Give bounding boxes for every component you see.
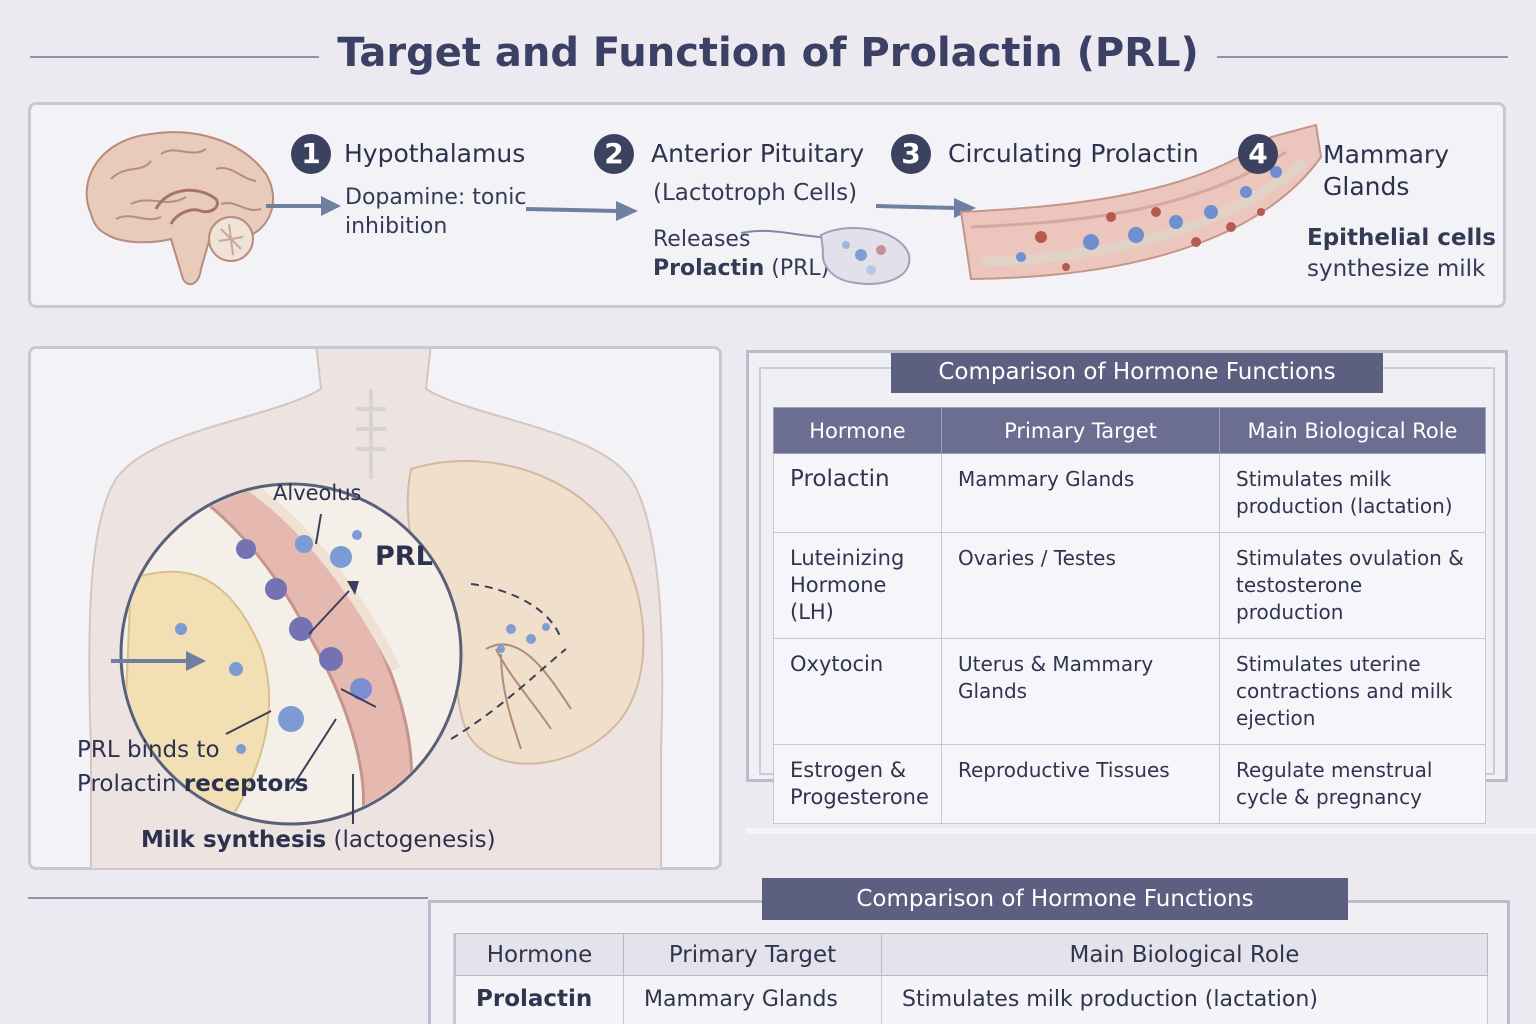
milk-synthesis-bold: Milk synthesis [141, 827, 327, 853]
table-cell-target: Uterus & Mammary Glands [941, 638, 1220, 745]
table-cell-role: Stimulates uterine contractions and milk… [1219, 638, 1486, 745]
title-rule-right [1168, 56, 1508, 58]
table2-header-target: Primary Target [623, 933, 882, 976]
table-cell-target: Reproductive Tissues [941, 744, 1220, 824]
table-cell-hormone: Prolactin [773, 453, 942, 533]
blood-vessel-illustration [959, 123, 1323, 281]
arrow-icon [266, 196, 341, 216]
arrow-icon [526, 201, 638, 221]
milk-synthesis-label: Milk synthesis (lactogenesis) [141, 827, 496, 853]
table-cell-hormone: Luteinizing Hormone (LH) [773, 532, 942, 639]
binds-line1: PRL binds to [77, 737, 220, 763]
table-cell-target: Mammary Glands [941, 453, 1220, 533]
page-title: Target and Function of Prolactin (PRL) [0, 30, 1536, 76]
synthesize-milk-text: synthesize milk [1307, 256, 1486, 282]
table-cell-target: Ovaries / Testes [941, 532, 1220, 639]
lactogenesis-text: (lactogenesis) [326, 827, 496, 853]
table1-banner: Comparison of Hormone Functions [891, 353, 1383, 393]
step-text-epithelial: Epithelial cells synthesize milk [1307, 223, 1496, 285]
table-cell-role: Stimulates milk production (lactation) [881, 975, 1488, 1024]
prolactin-bold: Prolactin [653, 256, 765, 281]
step-title-anterior-pituitary: Anterior Pituitary [651, 139, 865, 168]
pituitary-illustration [741, 227, 911, 285]
title-rule-left [30, 56, 360, 58]
table-row: Oxytocin Uterus & Mammary Glands Stimula… [773, 638, 1486, 745]
comparison-table-2-frame: Hormone Primary Target Main Biological R… [428, 900, 1510, 1024]
step-number-1: 1 [291, 134, 331, 174]
step-subtitle-lactotroph: (Lactotroph Cells) [653, 180, 858, 206]
dopamine-line1: Dopamine: tonic [345, 185, 527, 210]
comparison-table-1-frame: Comparison of Hormone Functions Hormone … [746, 350, 1508, 824]
step-title-mammary-glands: Mammary Glands [1323, 139, 1449, 203]
table2-header-role: Main Biological Role [881, 933, 1488, 976]
table-row: Luteinizing Hormone (LH) Ovaries / Teste… [773, 532, 1486, 639]
table-cell-hormone: Oxytocin [773, 638, 942, 745]
table-row: Estrogen & Progesterone Reproductive Tis… [773, 744, 1486, 824]
table-row: Prolactin Mammary Glands Stimulates milk… [455, 975, 1488, 1024]
divider [28, 897, 428, 899]
divider [746, 828, 1536, 834]
comparison-table-1: Hormone Primary Target Main Biological R… [773, 407, 1486, 824]
dopamine-line2: inhibition [345, 214, 448, 239]
table1-header-row: Hormone Primary Target Main Biological R… [773, 407, 1486, 454]
step-number-4: 4 [1238, 134, 1278, 174]
binds-label: PRL binds to Prolactin receptors [77, 733, 308, 801]
table-cell-role: Stimulates milk production (lactation) [1219, 453, 1486, 533]
torso-illustration [88, 349, 664, 869]
binds-line2-pre: Prolactin [77, 771, 184, 797]
table1-header-role: Main Biological Role [1219, 407, 1486, 454]
receptors-bold: receptors [183, 771, 309, 797]
prl-label: PRL [375, 541, 433, 572]
table2-header-hormone: Hormone [455, 933, 624, 976]
table1-header-hormone: Hormone [773, 407, 942, 454]
table-cell-role: Regulate menstrual cycle & pregnancy [1219, 744, 1486, 824]
mammary-line2: Glands [1323, 172, 1410, 201]
table-cell-hormone: Estrogen & Progesterone [773, 744, 942, 824]
body-diagram-panel: Alveolus PRL PRL binds to Prolactin rece… [28, 346, 722, 870]
pathway-panel: 1 Hypothalamus Dopamine: tonic inhibitio… [28, 102, 1506, 308]
table1-header-target: Primary Target [941, 407, 1220, 454]
step-text-releases: Releases Prolactin (PRL) [653, 225, 829, 283]
table-cell-hormone: Prolactin [455, 975, 624, 1024]
title-bar: Target and Function of Prolactin (PRL) [0, 14, 1536, 84]
step-title-hypothalamus: Hypothalamus [344, 139, 526, 168]
epithelial-cells-bold: Epithelial cells [1307, 225, 1496, 251]
arrow-icon [876, 198, 976, 218]
step-text-dopamine: Dopamine: tonic inhibition [345, 183, 527, 241]
alveolus-label: Alveolus [273, 481, 362, 505]
step-number-3: 3 [891, 134, 931, 174]
table-cell-role: Stimulates ovulation & testosterone prod… [1219, 532, 1486, 639]
table2-banner: Comparison of Hormone Functions [762, 878, 1348, 920]
mammary-line1: Mammary [1323, 140, 1449, 169]
table-row: Prolactin Mammary Glands Stimulates milk… [773, 453, 1486, 533]
comparison-table-2: Hormone Primary Target Main Biological R… [455, 933, 1488, 1024]
step-number-2: 2 [594, 134, 634, 174]
table2-header-row: Hormone Primary Target Main Biological R… [455, 933, 1488, 976]
step-title-circulating-prolactin: Circulating Prolactin [948, 139, 1199, 168]
prl-abbr: (PRL) [771, 256, 830, 281]
brain-illustration [85, 131, 275, 286]
releases-label: Releases [653, 227, 751, 252]
table-cell-target: Mammary Glands [623, 975, 882, 1024]
